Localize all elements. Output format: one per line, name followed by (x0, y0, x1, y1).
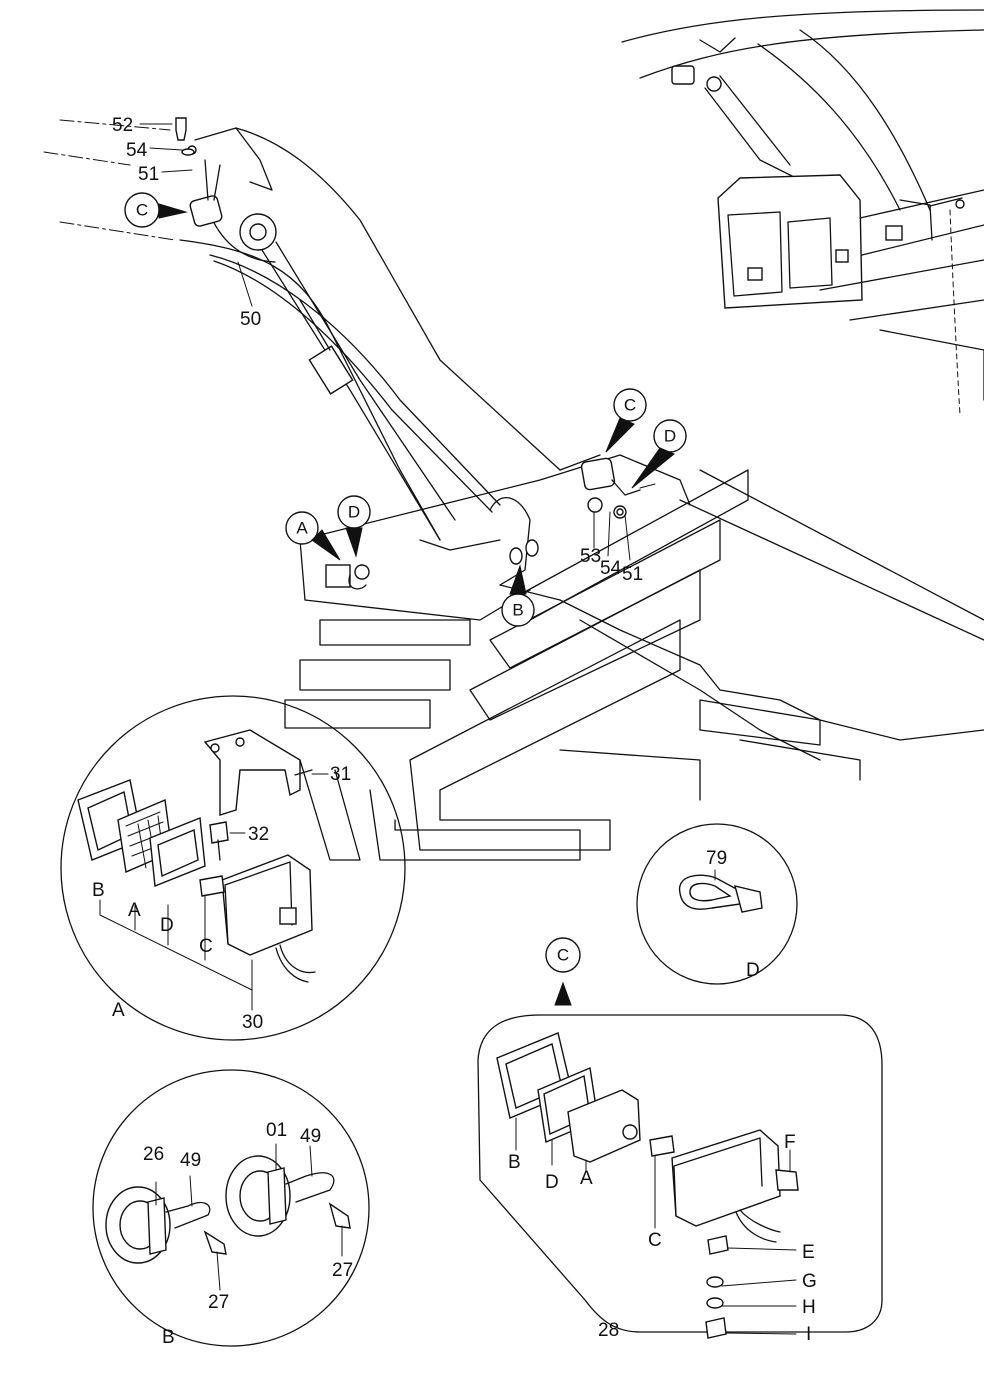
detail-c-label-I: I (806, 1324, 811, 1345)
chevron-logo (284, 469, 749, 861)
detail-a-label-31: 31 (330, 764, 351, 785)
svg-text:B: B (512, 601, 523, 620)
detail-d (636, 823, 798, 985)
detail-a-label-B: B (92, 880, 105, 901)
detail-b-label-27-2: 27 (332, 1260, 353, 1281)
detail-a-label-32: 32 (248, 824, 269, 845)
detail-a-title: A (112, 1000, 125, 1021)
label-52: 52 (112, 115, 133, 136)
detail-a-label-D: D (160, 915, 174, 936)
detail-c-label-F: F (784, 1132, 796, 1153)
main-leaders (139, 123, 631, 561)
detail-c-label-A: A (580, 1168, 593, 1189)
boom-assembly (43, 117, 984, 861)
label-51-frame: 51 (622, 564, 643, 585)
detail-c-label-G: G (802, 1271, 817, 1292)
detail-c-label-C: C (648, 1230, 662, 1251)
detail-c-label-H: H (802, 1297, 816, 1318)
label-54: 54 (126, 140, 148, 161)
detail-b (92, 1069, 370, 1347)
svg-text:C: C (624, 396, 636, 415)
detail-a (60, 695, 406, 1041)
detail-b-label-49-2: 49 (300, 1126, 321, 1147)
label-53: 53 (580, 546, 601, 567)
callout-d-left: D (337, 495, 371, 558)
detail-c-title: C (557, 946, 569, 965)
detail-d-label-79: 79 (706, 848, 727, 869)
detail-c-label-B: B (508, 1152, 521, 1173)
svg-text:D: D (664, 427, 676, 446)
callout-a-frame: A (285, 511, 341, 561)
detail-c: C (477, 937, 883, 1339)
callout-c-frame: C (605, 388, 647, 453)
detail-c-label-D: D (545, 1172, 559, 1193)
detail-b-label-01: 01 (266, 1120, 287, 1141)
detail-a-label-C: C (199, 936, 213, 957)
detail-a-label-A: A (128, 900, 141, 921)
detail-b-title: B (162, 1327, 175, 1348)
label-51: 51 (138, 164, 159, 185)
label-54-frame: 54 (600, 558, 622, 579)
svg-text:C: C (136, 201, 148, 220)
callout-b-frame: B (501, 564, 535, 627)
detail-b-label-49: 49 (180, 1150, 201, 1171)
detail-d-title: D (746, 960, 760, 981)
svg-text:D: D (348, 503, 360, 522)
detail-c-label-28: 28 (598, 1320, 619, 1341)
callout-d-frame: D (631, 419, 687, 489)
detail-a-label-30: 30 (242, 1012, 263, 1033)
callout-c-top: C (124, 192, 188, 228)
detail-c-label-E: E (802, 1242, 815, 1263)
detail-b-label-26: 26 (143, 1144, 164, 1165)
detail-b-label-27: 27 (208, 1292, 229, 1313)
svg-text:A: A (296, 519, 308, 538)
label-50: 50 (240, 309, 261, 330)
excavator-cab-inset (621, 9, 984, 416)
